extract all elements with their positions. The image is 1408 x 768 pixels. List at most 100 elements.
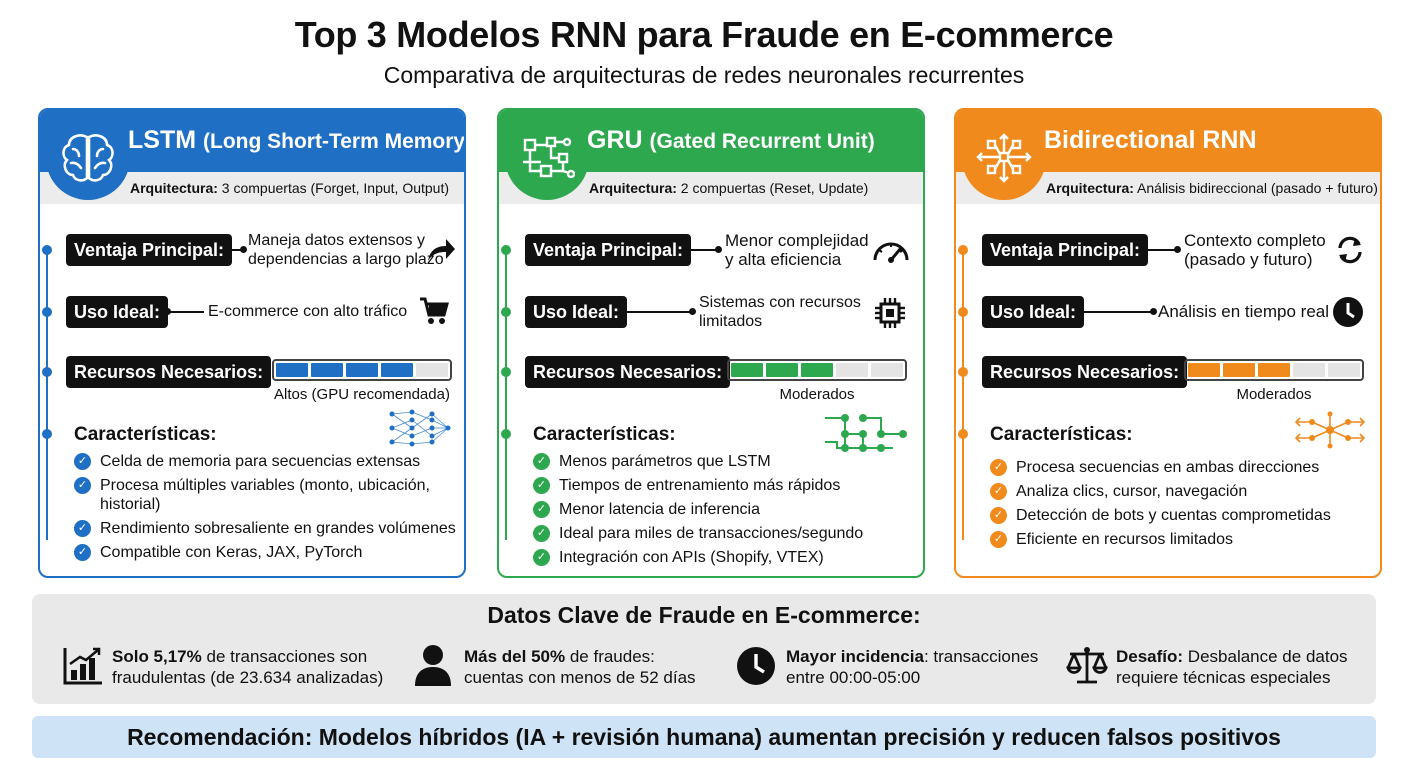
recursos-label: Recursos Necesarios: — [525, 356, 731, 388]
meter-segment — [1223, 363, 1255, 377]
feature-item: ✓Eficiente en recursos limitados — [990, 530, 1380, 549]
connector — [1080, 311, 1154, 313]
meter-segment — [1293, 363, 1325, 377]
feature-item: ✓Menos parámetros que LSTM — [533, 452, 923, 471]
meter-segment — [836, 363, 868, 377]
check-icon: ✓ — [74, 520, 91, 537]
share-arrow-icon — [428, 239, 455, 261]
bar-chart-icon — [63, 647, 102, 685]
stat-text: : transacciones — [923, 647, 1039, 666]
meter-segment — [1258, 363, 1290, 377]
feature-text: Rendimiento sobresaliente en grandes vol… — [100, 520, 456, 537]
feature-item: ✓ Tiempos de entrenamiento más rápidos — [533, 476, 923, 495]
resource-level-label: Moderados — [779, 386, 855, 403]
timeline-dot — [958, 307, 968, 317]
stat-highlight: Solo 5,17% — [112, 647, 202, 666]
uso-value: E-commerce con alto tráfico — [208, 303, 408, 320]
recursos-label: Recursos Necesarios: — [982, 356, 1188, 388]
meter-segment — [276, 363, 308, 377]
uso-label: Uso Ideal: — [525, 296, 628, 328]
network-flow-icon — [825, 414, 907, 452]
meter-segment — [1328, 363, 1360, 377]
check-icon: ✓ — [990, 483, 1007, 500]
feature-item: ✓Celda de memoria para secuencias extens… — [74, 452, 464, 471]
feature-list: ✓Menos parámetros que LSTM ✓ Tiempos de en… — [533, 452, 923, 572]
feature-item: ✓Integración con APIs (Shopify, VTEX) — [533, 548, 923, 567]
person-icon — [415, 645, 451, 686]
feature-text: Procesa secuencias en ambas direcciones — [1016, 459, 1320, 476]
ventaja-label: Ventaja Principal: — [66, 234, 233, 266]
meter-segment — [766, 363, 798, 377]
check-icon: ✓ — [74, 477, 91, 494]
timeline-line — [46, 248, 48, 540]
card-title: GRU (Gated Recurrent Unit) — [587, 126, 875, 154]
meter-segment — [416, 363, 448, 377]
brain-icon — [46, 116, 130, 200]
bidirectional-nodes-icon — [962, 116, 1046, 200]
meter-segment — [1188, 363, 1220, 377]
timeline-dot — [42, 429, 52, 439]
check-icon: ✓ — [990, 507, 1007, 524]
cart-icon — [420, 297, 449, 324]
timeline-line — [962, 248, 964, 540]
check-icon: ✓ — [74, 544, 91, 561]
timeline-dot — [958, 367, 968, 377]
speedometer-icon — [873, 242, 909, 263]
feature-item: ✓ Procesa secuencias en ambas direcciones — [990, 458, 1380, 477]
feature-text: Analiza clics, cursor, navegación — [1016, 483, 1248, 500]
timeline-dot — [42, 245, 52, 255]
connector — [164, 311, 204, 313]
connector — [1142, 249, 1178, 251]
feature-item: ✓Menor latencia de inferencia — [533, 500, 923, 519]
stat-text: Desbalance de datos — [1183, 647, 1348, 666]
connector — [685, 249, 719, 251]
check-icon: ✓ — [533, 501, 550, 518]
page-subtitle: Comparativa de arquitecturas de redes ne… — [383, 62, 1025, 88]
timeline-dot — [501, 307, 511, 317]
ventaja-value: Contexto completo(pasado y futuro) — [1184, 231, 1326, 269]
uso-label: Uso Ideal: — [982, 296, 1085, 328]
connector-dot — [164, 308, 171, 315]
feature-item: ✓Detección de bots y cuentas comprometid… — [990, 506, 1380, 525]
feature-text: Tiempos de entrenamiento más rápidos — [559, 477, 841, 494]
stat-text: entre 00:00-05:00 — [786, 668, 921, 687]
bidirectional-rnn-card: Bidirectional RNN Arquitectura: Análisis… — [954, 108, 1382, 578]
resource-level-label: Moderados — [1236, 386, 1312, 403]
stat-highlight: Desafío: — [1116, 647, 1184, 666]
neural-network-icon — [389, 409, 451, 447]
feature-item: ✓ Compatible con Keras, JAX, PyTorch — [74, 543, 464, 562]
check-icon: ✓ — [990, 459, 1007, 476]
timeline-dot — [958, 429, 968, 439]
chip-icon — [875, 298, 905, 328]
meter-segment — [381, 363, 413, 377]
stat-text: cuentas con menos de 52 días — [464, 668, 696, 687]
connector-dot — [240, 246, 247, 253]
meter-segment — [801, 363, 833, 377]
stat-text: fraudulentas (de 23.634 analizadas) — [112, 668, 384, 687]
feature-text: Compatible con Keras, JAX, PyTorch — [100, 544, 363, 561]
recommendation-banner: Recomendación: Modelos híbridos (IA + re… — [32, 716, 1376, 758]
timeline-dot — [501, 367, 511, 377]
connector-dot — [689, 308, 696, 315]
resource-level-label: Altos (GPU recomendada) — [274, 386, 450, 403]
check-icon: ✓ — [990, 531, 1007, 548]
key-stats-panel: Datos Clave de Fraude en E-commerce: Sol… — [32, 594, 1376, 704]
clock-icon — [737, 647, 775, 685]
features-title: Características: — [990, 424, 1133, 445]
circuit-flow-icon — [505, 116, 589, 200]
timeline-dot — [501, 429, 511, 439]
feature-text: Integración con APIs (Shopify, VTEX) — [559, 549, 824, 566]
check-icon: ✓ — [533, 477, 550, 494]
check-icon: ✓ — [74, 453, 91, 470]
timeline-dot — [501, 245, 511, 255]
feature-list: ✓ Procesa secuencias en ambas direcciones… — [990, 458, 1380, 554]
feature-list: ✓Celda de memoria para secuencias extens… — [74, 452, 464, 567]
timeline-dot — [42, 307, 52, 317]
connector-dot — [715, 246, 722, 253]
feature-item: ✓Procesa múltiples variables (monto, ubi… — [74, 476, 464, 514]
feature-item: ✓ Rendimiento sobresaliente en grandes vo… — [74, 519, 464, 538]
page-title: Top 3 Modelos RNN para Fraude en E-comme… — [294, 14, 1114, 55]
